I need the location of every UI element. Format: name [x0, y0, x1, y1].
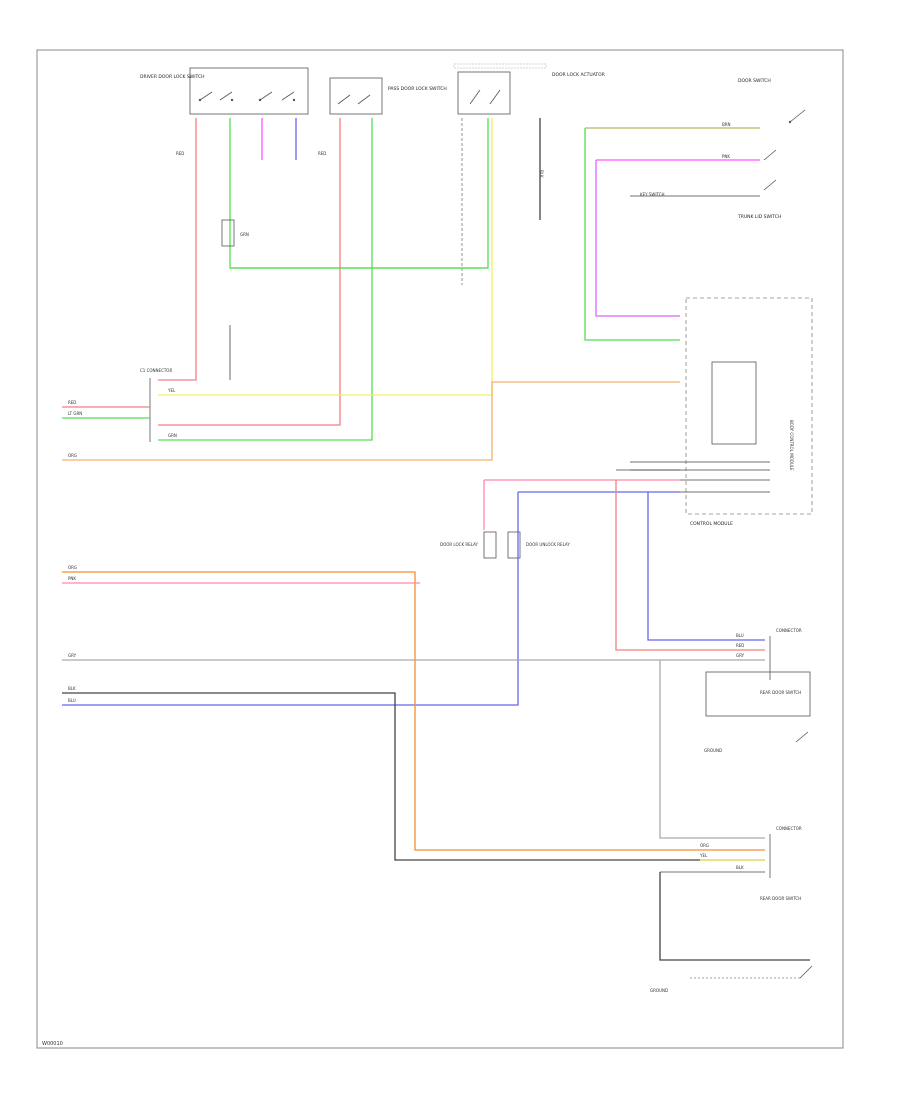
trunk-lid-switch-label: TRUNK LID SWITCH: [737, 214, 781, 220]
door-lock-switch-right-label: PASS DOOR LOCK SWITCH: [388, 86, 447, 92]
door-lock-switch-left-label: DRIVER DOOR LOCK SWITCH: [140, 74, 205, 80]
trunk-lid-switch: TRUNK LID SWITCH KEY SWITCH: [640, 149, 781, 220]
rear-switch-bottom: REAR DOOR SWITCH GROUND: [650, 896, 813, 993]
wires-top: [158, 118, 541, 441]
red-right-label: RED: [736, 643, 744, 648]
left-org2-label: ORG: [68, 565, 77, 570]
rear-switch-top-label: REAR DOOR SWITCH: [760, 690, 801, 695]
pink-wire-label: PNK: [722, 154, 730, 159]
bcm-label: BODY CONTROL MODULE: [789, 420, 794, 471]
grn-label: GRN: [168, 433, 177, 438]
rear-switch-top: REAR DOOR SWITCH GROUND: [704, 671, 811, 753]
left-blk-label: BLK: [68, 686, 76, 691]
gry-right-label: GRY: [736, 653, 745, 658]
rear-switch-bottom-label: REAR DOOR SWITCH: [760, 896, 801, 901]
door-switch-top-right: DOOR SWITCH: [738, 78, 806, 124]
red-mid-label: RED: [318, 151, 326, 156]
connector-right-top-label: CONNECTOR: [776, 628, 802, 633]
relays: DOOR LOCK RELAY DOOR UNLOCK RELAY: [440, 531, 570, 559]
left-gry-label: GRY: [68, 653, 77, 658]
wires-middle: [62, 461, 810, 961]
connector-left: C1 CONNECTOR: [140, 368, 172, 442]
connector-right-bottom: CONNECTOR: [769, 826, 802, 878]
blu-right-label: BLU: [736, 633, 744, 638]
body-control-module: CONTROL MODULE BODY CONTROL MODULE: [685, 297, 813, 527]
key-switch-label: KEY SWITCH: [640, 192, 665, 197]
relay-left-label: DOOR LOCK RELAY: [440, 542, 478, 547]
control-module-caption: CONTROL MODULE: [690, 521, 733, 527]
fuse-wire-label: GRN: [240, 232, 249, 237]
fuse-component: GRN: [221, 219, 249, 247]
diagram-border: [36, 49, 844, 1049]
door-lock-switch-right: PASS DOOR LOCK SWITCH: [329, 77, 447, 115]
relay-right-label: DOOR UNLOCK RELAY: [526, 542, 570, 547]
wires-left-stub: [62, 381, 680, 461]
door-lock-actuator-label: DOOR LOCK ACTUATOR: [552, 72, 605, 78]
door-switch-label: DOOR SWITCH: [738, 78, 771, 84]
brown-wire-label: BRN: [722, 122, 731, 127]
yel-right-label: YEL: [699, 853, 708, 858]
yel-label: YEL: [167, 388, 176, 393]
left-red-label: RED: [68, 400, 76, 405]
blk-right-label: BLK: [736, 865, 744, 870]
left-org-label: ORG: [68, 453, 77, 458]
org-right-label: ORG: [700, 843, 709, 848]
blk-vertical-label: BLK: [539, 170, 544, 178]
left-ltgrn-label: LT GRN: [68, 411, 82, 416]
ground-label-bottom: GROUND: [650, 988, 668, 993]
connector-left-label: C1 CONNECTOR: [140, 368, 172, 373]
connector-right-top: CONNECTOR: [769, 628, 802, 680]
ground-label-top: GROUND: [704, 748, 722, 753]
footer-reference: W00010: [42, 1041, 63, 1047]
red-top-label: RED: [176, 151, 184, 156]
door-lock-switch-left: DRIVER DOOR LOCK SWITCH: [140, 67, 309, 115]
left-blu-label: BLU: [68, 698, 76, 703]
connector-right-bottom-label: CONNECTOR: [776, 826, 802, 831]
door-lock-actuator: DOOR LOCK ACTUATOR: [453, 63, 605, 115]
wires-top-right: [584, 127, 760, 341]
left-pnk-label: PNK: [68, 576, 76, 581]
